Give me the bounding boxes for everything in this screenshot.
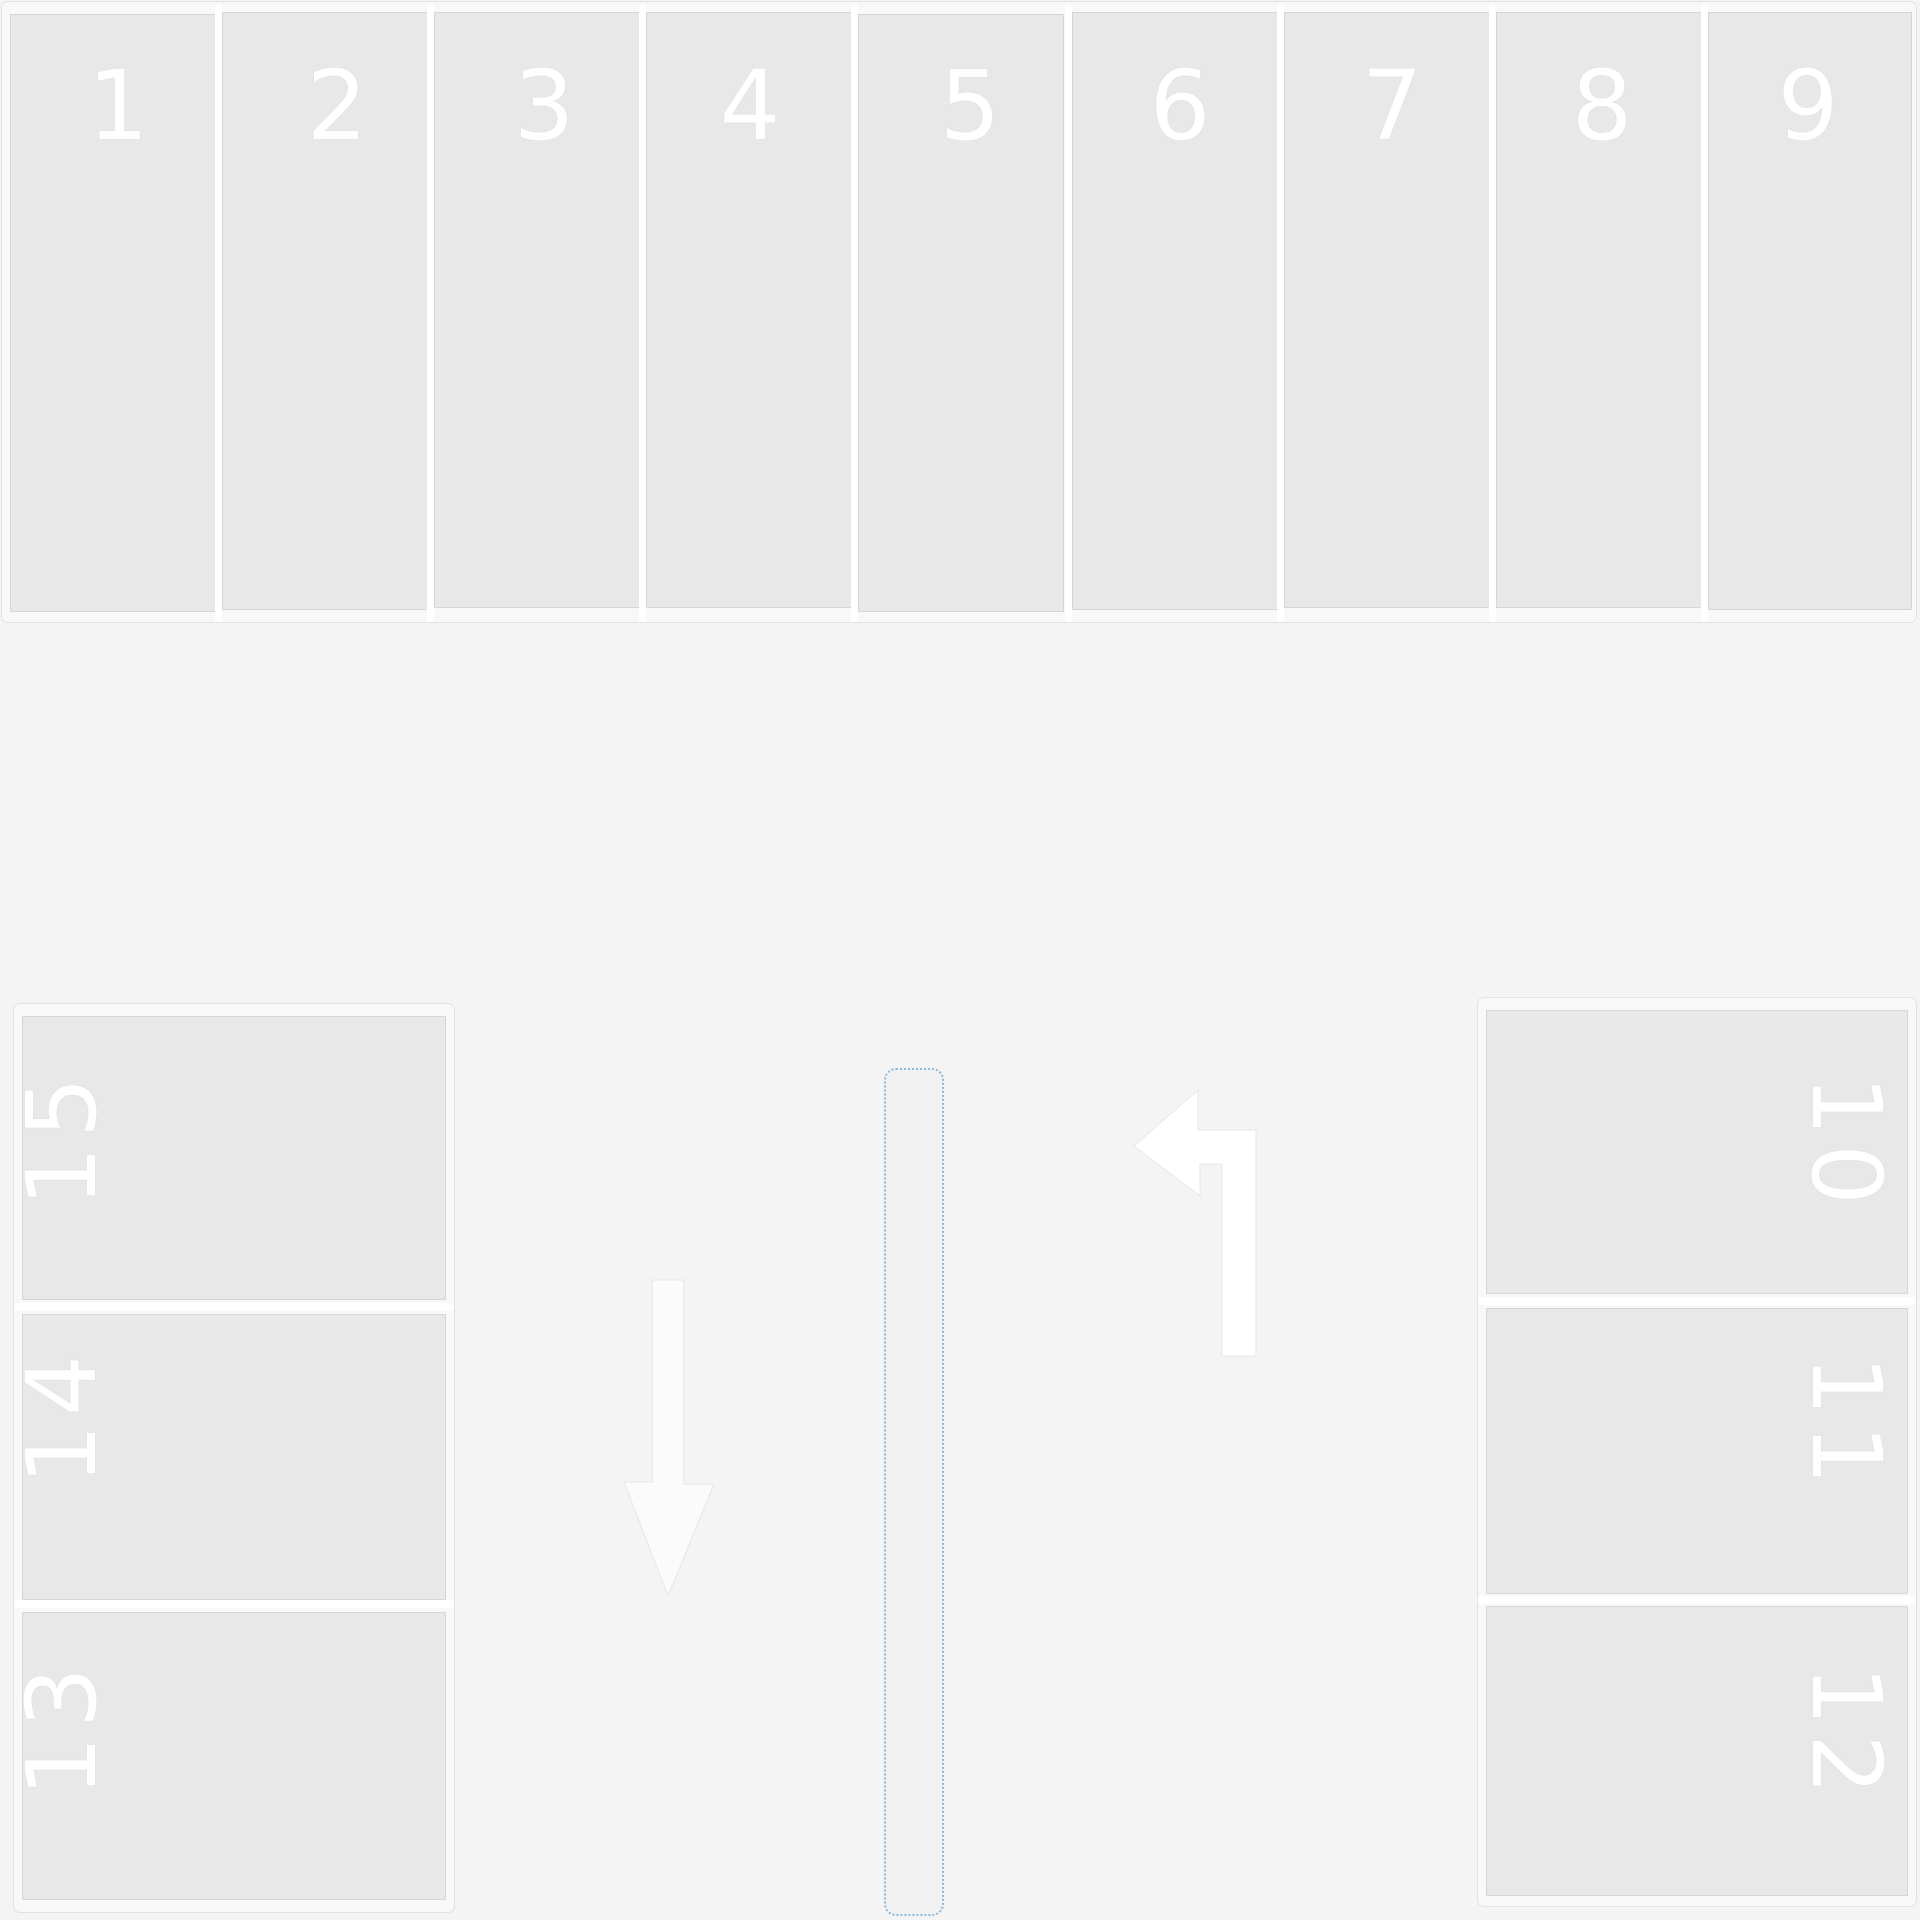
space-divider-line xyxy=(14,1600,454,1608)
space-number-label: 1 xyxy=(87,50,149,162)
space-divider-line xyxy=(1065,4,1072,622)
space-number-label: 4 xyxy=(719,50,781,162)
parking-space-12[interactable] xyxy=(1486,1606,1908,1896)
space-divider-line xyxy=(1478,1596,1916,1604)
space-divider-line xyxy=(215,4,222,622)
space-number-label: 6 xyxy=(1149,50,1211,162)
space-divider-line xyxy=(1489,4,1496,622)
space-divider-line xyxy=(14,1303,454,1311)
parking-space-10[interactable] xyxy=(1486,1010,1908,1294)
parking-space-14[interactable] xyxy=(22,1314,446,1600)
parking-space-6[interactable] xyxy=(1072,12,1278,610)
space-number-label: 11 xyxy=(1790,1354,1902,1494)
space-divider-line xyxy=(1701,4,1708,622)
space-divider-line xyxy=(1478,1297,1916,1305)
space-number-label: 15 xyxy=(6,1068,118,1208)
space-number-label: 2 xyxy=(306,50,368,162)
parking-space-5[interactable] xyxy=(858,14,1064,612)
parking-space-7[interactable] xyxy=(1284,12,1490,608)
space-number-label: 7 xyxy=(1361,50,1423,162)
space-number-label: 8 xyxy=(1571,50,1633,162)
parking-space-2[interactable] xyxy=(222,12,428,610)
space-divider-line xyxy=(427,4,434,622)
space-divider-line xyxy=(639,4,646,622)
left-turn-arrow-icon xyxy=(1133,1088,1257,1357)
space-number-label: 10 xyxy=(1790,1074,1902,1214)
parking-space-9[interactable] xyxy=(1708,12,1912,610)
parking-space-8[interactable] xyxy=(1496,12,1702,608)
parking-space-3[interactable] xyxy=(434,12,640,608)
median-island xyxy=(884,1068,944,1916)
parking-space-1[interactable] xyxy=(10,14,216,612)
space-divider-line xyxy=(851,4,858,622)
space-number-label: 14 xyxy=(6,1346,118,1486)
space-number-label: 12 xyxy=(1790,1664,1902,1804)
space-number-label: 13 xyxy=(6,1658,118,1798)
space-number-label: 3 xyxy=(513,50,575,162)
parking-space-4[interactable] xyxy=(646,12,852,608)
space-number-label: 9 xyxy=(1777,50,1839,162)
space-number-label: 5 xyxy=(939,50,1001,162)
parking-space-15[interactable] xyxy=(22,1016,446,1300)
parking-space-13[interactable] xyxy=(22,1612,446,1900)
space-divider-line xyxy=(1277,4,1284,622)
parking-space-11[interactable] xyxy=(1486,1308,1908,1594)
down-arrow-icon xyxy=(623,1279,715,1598)
